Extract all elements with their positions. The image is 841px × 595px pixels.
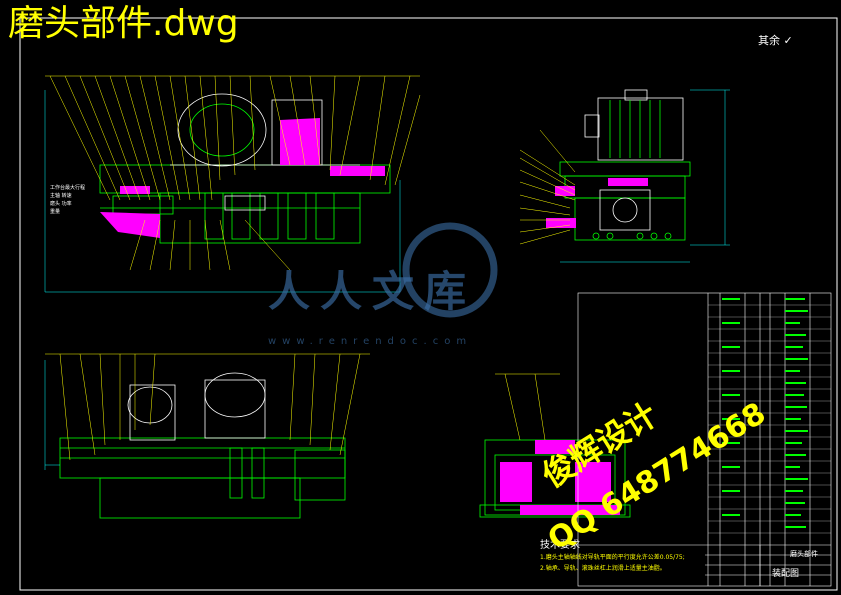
svg-text:重量: 重量 — [50, 208, 60, 215]
end-section-leaders — [495, 373, 560, 441]
technical-requirement-2: 2.轴承、导轨、滚珠丝杠上润滑上适量主油脂。 — [540, 565, 666, 572]
plan-view-leaders — [45, 353, 370, 461]
side-view-hatch — [546, 178, 648, 228]
svg-text:主轴 转速: 主轴 转速 — [50, 192, 72, 199]
title-block-unit: 磨头部件 — [790, 550, 818, 558]
parts-list-table — [577, 292, 832, 587]
watermark-logo-text: 人人文库 — [268, 267, 477, 316]
svg-text:磨头 功率: 磨头 功率 — [50, 200, 72, 207]
drawing-file-title: 磨头部件.dwg — [8, 3, 239, 44]
surface-roughness-remark: 其余 ✓ — [758, 32, 793, 48]
title-block-drawing-name: 装配图 — [772, 569, 800, 579]
parts-list-cell-marks — [722, 298, 808, 528]
watermark-logo-url: www.renrendoc.com — [268, 336, 473, 347]
technical-requirement-1: 1.磨头主轴轴线对导轨平面的平行度允许公差0.05/75; — [540, 554, 685, 561]
roughness-check-icon: ✓ — [783, 34, 793, 47]
watermark-logo-icon — [402, 222, 498, 318]
roughness-remark-text: 其余 — [758, 34, 780, 47]
end-section-hatch — [500, 440, 620, 515]
drawing-border — [19, 17, 838, 591]
technical-requirements-heading: 技术要求 — [540, 540, 580, 551]
main-section-hatch — [100, 118, 385, 238]
spindle-spec-notes: 工作台最大行程 主轴 转速 磨头 功率 重量 — [50, 184, 85, 215]
svg-text:工作台最大行程: 工作台最大行程 — [50, 184, 85, 191]
plan-view — [59, 372, 346, 519]
parts-list-rows — [708, 304, 831, 534]
side-view — [559, 89, 691, 241]
main-section-dims — [44, 90, 401, 293]
main-section-leaders — [45, 75, 421, 271]
side-view-leaders — [519, 129, 576, 245]
main-section-view — [99, 93, 391, 244]
side-view-dims — [560, 89, 730, 263]
plan-view-dims — [44, 360, 60, 470]
